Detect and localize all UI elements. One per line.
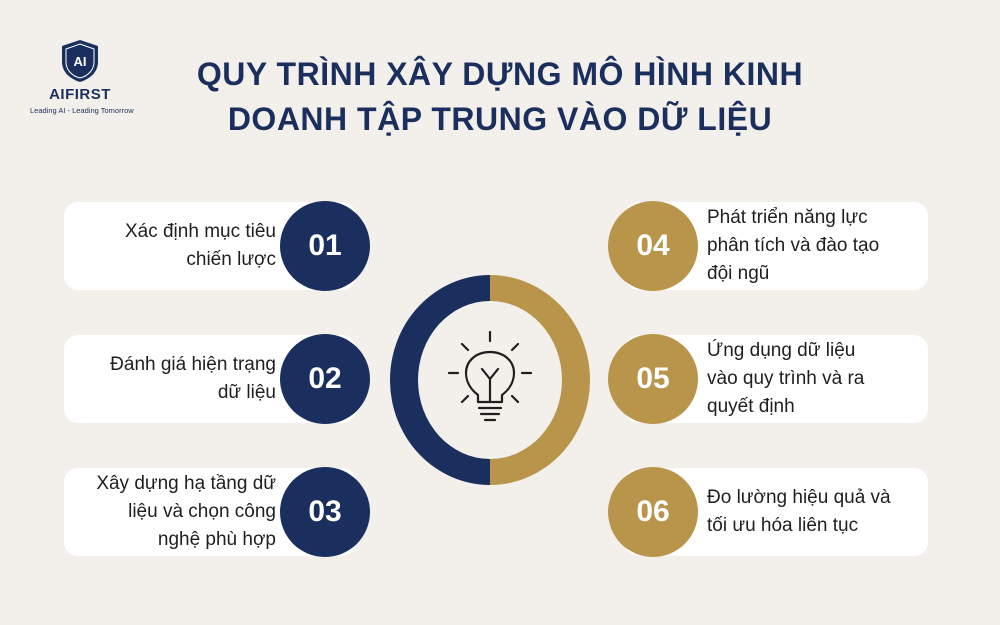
step-text-03: Xây dựng hạ tầng dữ liệu và chọn công nghệ…	[82, 468, 276, 556]
step-05-line-2: vào quy trình và ra	[707, 368, 865, 389]
step-text-06: Đo lường hiệu quả và tối ưu hóa liên tục	[707, 468, 914, 556]
step-text-02: Đánh giá hiện trạng dữ liệu	[82, 335, 276, 423]
logo-mark: AI	[74, 54, 87, 69]
step-03-line-1: Xây dựng hạ tầng dữ	[96, 473, 276, 494]
step-text-05: Ứng dụng dữ liệu vào quy trình và ra quyết…	[707, 335, 914, 423]
step-text-01: Xác định mục tiêu chiến lược	[82, 202, 276, 290]
logo-name: AIFIRST	[49, 86, 111, 103]
shield-logo-icon: AI	[62, 40, 98, 82]
step-04-line-1: Phát triển năng lực	[707, 207, 868, 228]
step-01-line-1: Xác định mục tiêu	[124, 221, 276, 242]
step-02-line-2: dữ liệu	[217, 382, 276, 403]
step-02-line-1: Đánh giá hiện trạng	[110, 354, 276, 375]
step-number-05: 05	[608, 334, 698, 424]
step-03-line-2: liệu và chọn công	[128, 501, 276, 522]
step-number-06: 06	[608, 467, 698, 557]
step-text-04: Phát triển năng lực phân tích và đào tạo đ…	[707, 202, 914, 290]
logo-tagline: Leading AI - Leading Tomorrow	[30, 106, 134, 115]
step-01-line-2: chiến lược	[186, 249, 276, 270]
step-04-line-2: phân tích và đào tạo	[707, 235, 880, 256]
step-number-02: 02	[280, 334, 370, 424]
step-number-04: 04	[608, 201, 698, 291]
step-06-line-2: tối ưu hóa liên tục	[707, 515, 859, 536]
step-03-line-3: nghệ phù hợp	[157, 529, 276, 550]
page-title: QUY TRÌNH XÂY DỰNG MÔ HÌNH KINH DOANH TẬ…	[190, 52, 810, 142]
lightbulb-icon	[447, 330, 533, 422]
step-05-line-3: quyết định	[707, 396, 795, 417]
title-line-2: DOANH TẬP TRUNG VÀO DỮ LIỆU	[227, 101, 773, 137]
center-ring	[390, 275, 590, 485]
step-04-line-3: đội ngũ	[707, 263, 770, 284]
step-06-line-1: Đo lường hiệu quả và	[707, 487, 891, 508]
step-number-01: 01	[280, 201, 370, 291]
logo: AI AIFIRST Leading AI - Leading Tomorrow	[30, 38, 134, 115]
ring-left-half	[390, 275, 490, 485]
step-number-03: 03	[280, 467, 370, 557]
ring-right-half	[490, 275, 590, 485]
title-line-1: QUY TRÌNH XÂY DỰNG MÔ HÌNH KINH	[196, 56, 804, 92]
step-05-line-1: Ứng dụng dữ liệu	[707, 340, 856, 361]
